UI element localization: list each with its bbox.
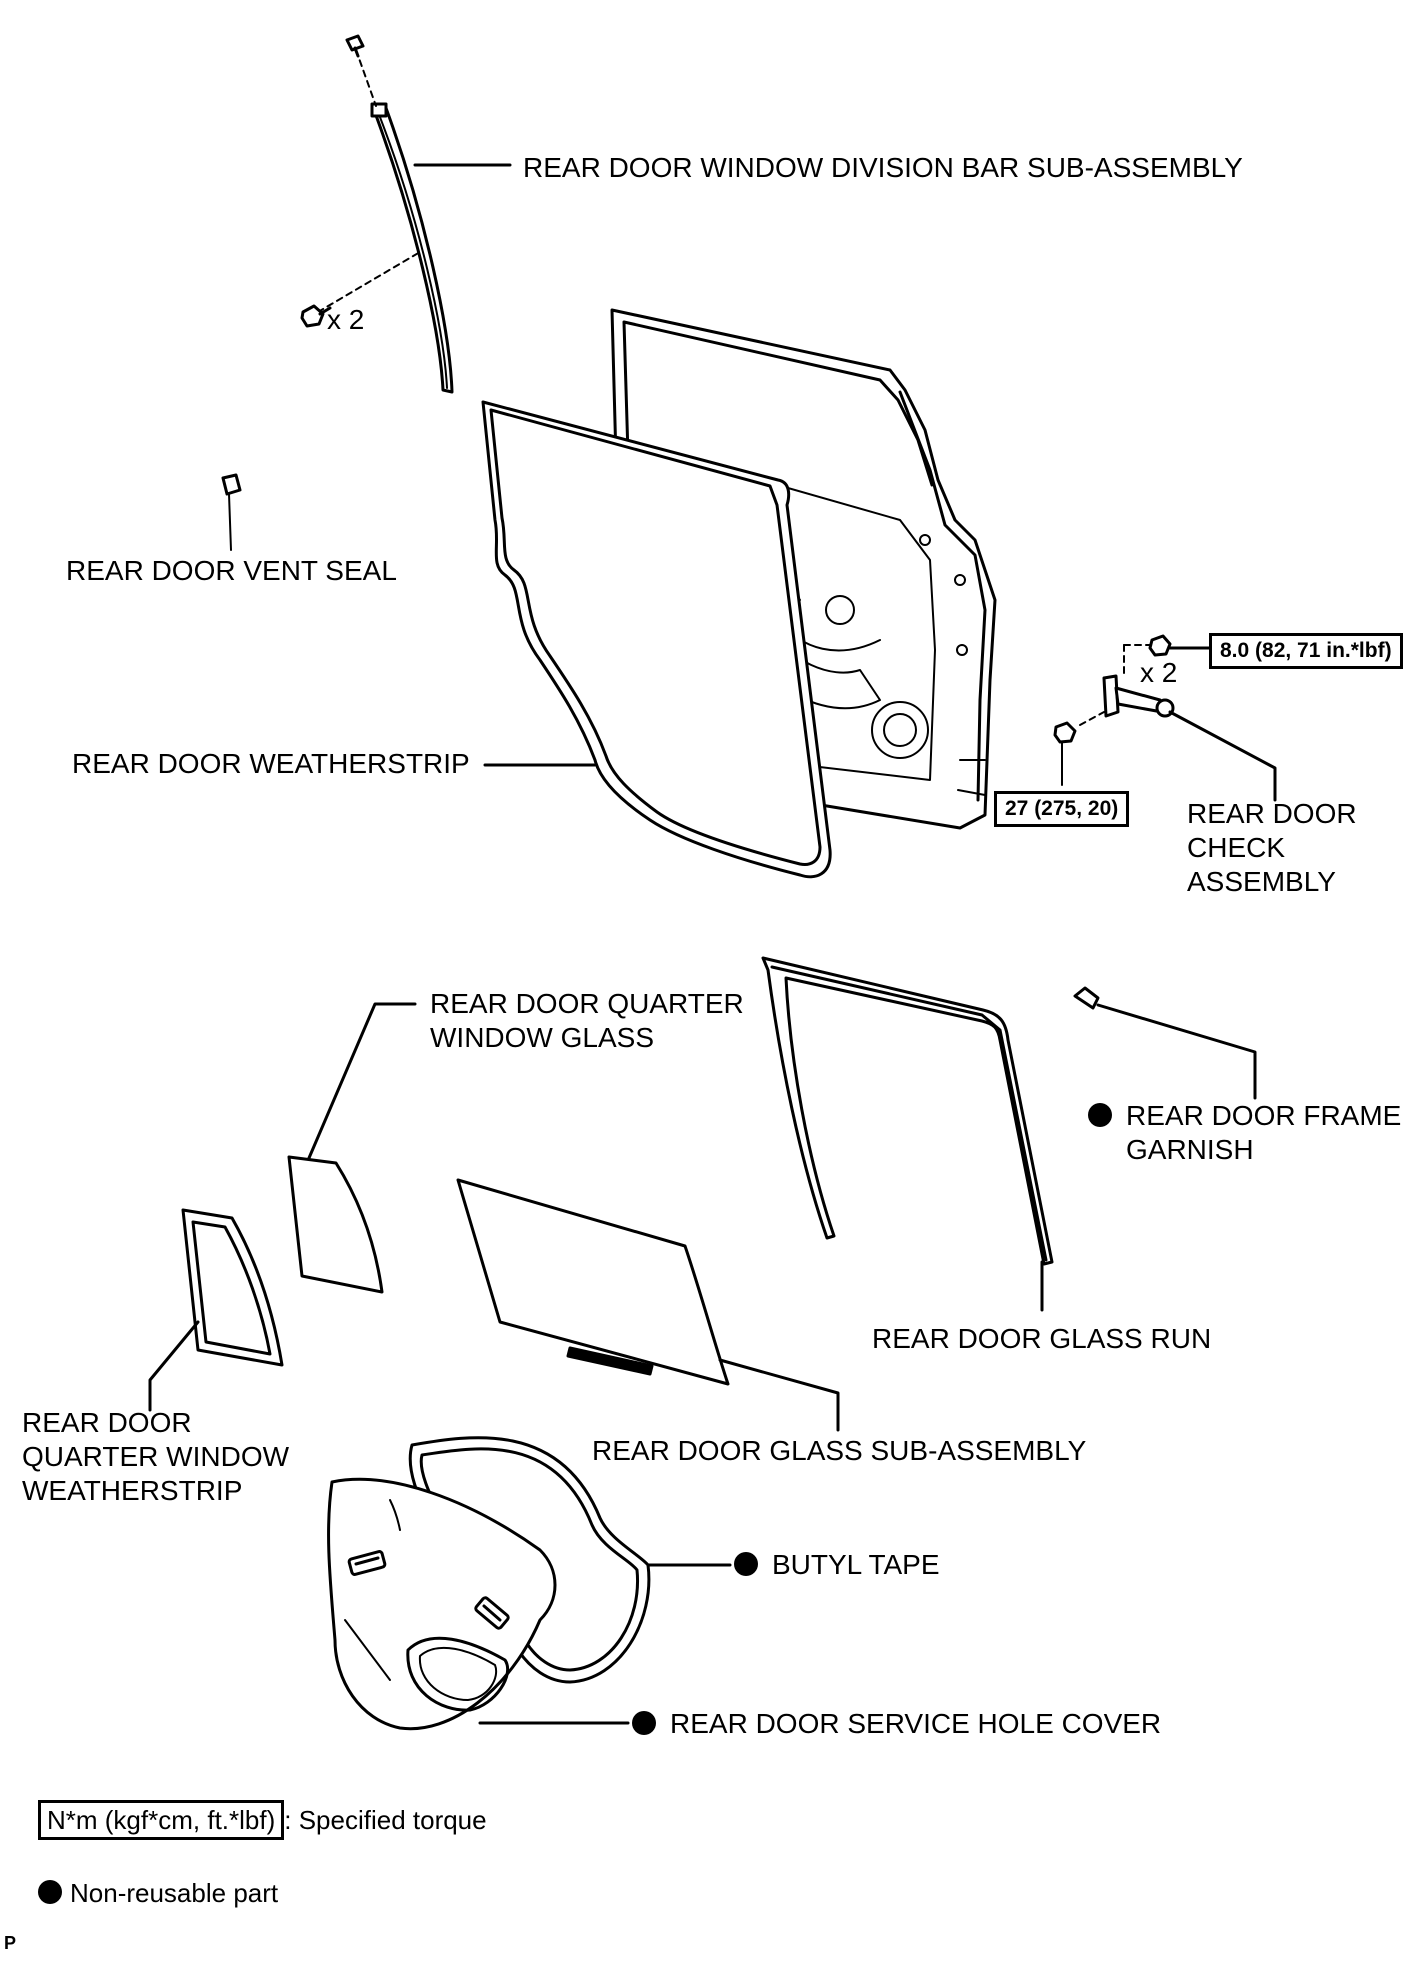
leader-check-assembly: [1168, 710, 1277, 802]
label-glass-run: REAR DOOR GLASS RUN: [872, 1323, 1212, 1354]
leader-frame-garnish: [1096, 1003, 1257, 1100]
division-bar-part: [370, 102, 454, 394]
division-bar-bolts: [300, 251, 421, 328]
label-service-hole-cover: REAR DOOR SERVICE HOLE COVER: [632, 1707, 1161, 1741]
label-check-assembly-line-1: REAR DOOR: [1187, 798, 1357, 829]
label-quarter-weatherstrip-line-1: REAR DOOR: [22, 1407, 192, 1438]
legend-nonreusable: Non-reusable part: [38, 1876, 278, 1910]
legend-nonreusable-text: Non-reusable part: [70, 1878, 279, 1908]
label-butyl-tape: BUTYL TAPE: [734, 1548, 940, 1582]
label-quarter-weatherstrip-line-3: WEATHERSTRIP: [22, 1475, 243, 1506]
label-quarter-glass: REAR DOOR QUARTER WINDOW GLASS: [430, 987, 744, 1055]
label-bolt-qty-check: x 2: [1140, 657, 1178, 688]
legend-torque: N*m (kgf*cm, ft.*lbf): Specified torque: [38, 1800, 487, 1840]
nonreusable-dot-icon: [1088, 1102, 1112, 1127]
label-frame-garnish-line-2: GARNISH: [1126, 1134, 1254, 1165]
check-nut-small: [1148, 634, 1172, 657]
torque-spec-small: 8.0 (82, 71 in.*lbf): [1209, 633, 1403, 669]
label-frame-garnish-line-1: REAR DOOR FRAME: [1088, 1099, 1401, 1133]
label-division-bar: REAR DOOR WINDOW DIVISION BAR SUB-ASSEMB…: [523, 152, 1243, 183]
label-check-assembly: REAR DOOR CHECK ASSEMBLY: [1187, 797, 1357, 899]
label-quarter-weatherstrip-line-2: QUARTER WINDOW: [22, 1441, 290, 1472]
label-quarter-glass-line-1: REAR DOOR QUARTER: [430, 988, 744, 1019]
glass-subassembly-part: [456, 1178, 730, 1386]
division-bar-screw: [345, 34, 377, 107]
nonreusable-dot-icon: [632, 1710, 656, 1735]
service-hole-cover-part: [327, 1477, 557, 1731]
rear-door-weatherstrip-part: [481, 400, 832, 879]
label-bolt-qty-division-bar: x 2: [327, 304, 365, 335]
footer-code: P: [4, 1933, 17, 1953]
quarter-window-glass-part: [287, 1155, 384, 1294]
glass-run-part: [761, 956, 1054, 1266]
leader-glass-subassembly: [718, 1358, 840, 1432]
quarter-window-weatherstrip-part: [181, 1208, 284, 1367]
torque-spec-large: 27 (275, 20): [994, 791, 1130, 827]
label-quarter-weatherstrip: REAR DOOR QUARTER WINDOW WEATHERSTRIP: [22, 1406, 289, 1508]
label-check-assembly-line-2: CHECK: [1187, 832, 1286, 863]
check-bolt-large: [1053, 721, 1077, 786]
label-check-assembly-line-3: ASSEMBLY: [1187, 866, 1336, 897]
nonreusable-dot-icon: [734, 1551, 758, 1576]
legend-torque-unit-box: N*m (kgf*cm, ft.*lbf): [38, 1800, 285, 1840]
nonreusable-dot-icon: [38, 1880, 62, 1905]
label-weatherstrip: REAR DOOR WEATHERSTRIP: [72, 748, 470, 779]
frame-garnish-part: [1073, 986, 1100, 1010]
label-glass-subassembly: REAR DOOR GLASS SUB-ASSEMBLY: [592, 1435, 1087, 1466]
label-vent-seal: REAR DOOR VENT SEAL: [66, 555, 397, 586]
label-frame-garnish: REAR DOOR FRAME GARNISH: [1088, 1099, 1401, 1167]
legend-torque-text: : Specified torque: [284, 1805, 487, 1835]
vent-seal-part: [221, 473, 242, 551]
leader-quarter-glass: [307, 1002, 417, 1160]
label-quarter-glass-line-2: WINDOW GLASS: [430, 1022, 655, 1053]
leader-quarter-weatherstrip: [148, 1320, 200, 1412]
